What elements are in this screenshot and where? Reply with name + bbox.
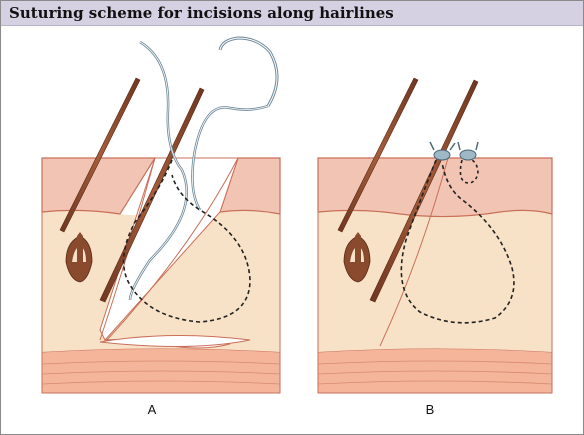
panel-a-epidermis-left bbox=[41, 157, 157, 215]
panel-b-epidermis bbox=[317, 157, 553, 218]
panel-b-suture bbox=[400, 141, 515, 324]
panel-a-hair-2 bbox=[99, 87, 205, 303]
panel-a-suture bbox=[122, 36, 279, 323]
panel-b-knot-1 bbox=[429, 141, 456, 161]
panel-b-label: B bbox=[425, 402, 435, 417]
panel-b-dashed-loop-inner bbox=[459, 159, 479, 184]
panel-a-dashed-loop bbox=[122, 159, 251, 323]
panel-b-closed-incision bbox=[379, 157, 449, 347]
panel-b-hair-2 bbox=[369, 79, 479, 303]
panel-a-dermis bbox=[42, 210, 280, 352]
figure-title: Suturing scheme for incisions along hair… bbox=[9, 4, 394, 22]
panel-b-skin bbox=[317, 157, 553, 394]
panel-a-needle bbox=[218, 36, 279, 107]
panel-a-hair-1 bbox=[59, 77, 141, 233]
panel-a-label: A bbox=[147, 402, 157, 417]
title-bar: Suturing scheme for incisions along hair… bbox=[1, 1, 583, 26]
panel-b-knot-2 bbox=[457, 141, 479, 161]
panel-a-hairs bbox=[59, 77, 205, 303]
panel-b-hair-1 bbox=[337, 77, 419, 233]
panel-b-dermis bbox=[318, 210, 552, 352]
panel-a-skin bbox=[41, 157, 281, 394]
panel-b-dashed-loop-outer bbox=[400, 159, 515, 324]
panel-b-hairs bbox=[337, 77, 479, 303]
